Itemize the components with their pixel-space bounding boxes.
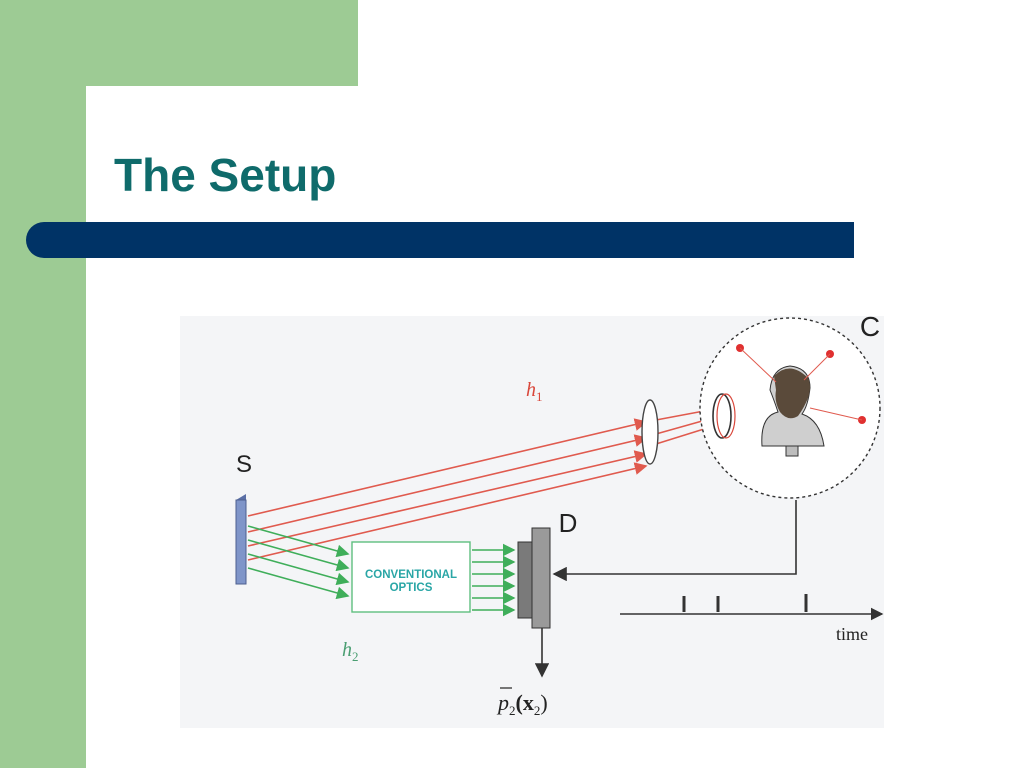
setup-diagram: S h1 bbox=[180, 316, 884, 728]
h2-beams bbox=[247, 525, 350, 600]
svg-text:p2(x2): p2(x2) bbox=[496, 690, 548, 718]
h1-label: h bbox=[526, 379, 536, 401]
h1-subscript: 1 bbox=[536, 389, 543, 404]
top-decor-bar bbox=[0, 0, 358, 86]
output-label-xsub: 2 bbox=[534, 703, 541, 718]
output-label-x: (x bbox=[516, 690, 534, 715]
optics-label-line2: OPTICS bbox=[390, 582, 433, 594]
conventional-optics-box bbox=[351, 541, 471, 613]
optics-label-line1: CONVENTIONAL bbox=[365, 569, 457, 581]
camera-aperture bbox=[712, 393, 732, 439]
time-pulses bbox=[682, 594, 808, 612]
source-plate bbox=[235, 494, 247, 585]
time-label: time bbox=[836, 624, 868, 644]
output-label-sub: 2 bbox=[509, 703, 516, 718]
camera-to-detector-line bbox=[552, 500, 797, 582]
source-label: S bbox=[236, 451, 252, 478]
h2-label: h bbox=[342, 639, 352, 661]
output-label-p: p bbox=[496, 690, 509, 715]
h2-subscript: 2 bbox=[352, 649, 359, 664]
svg-text:h2: h2 bbox=[342, 639, 359, 664]
left-decor-bar bbox=[0, 0, 86, 768]
camera-label: C bbox=[860, 316, 880, 342]
detector bbox=[517, 527, 551, 629]
slide-title: The Setup bbox=[114, 149, 337, 201]
svg-text:h1: h1 bbox=[526, 379, 543, 404]
detector-label: D bbox=[559, 508, 578, 538]
camera-aperture-inner bbox=[716, 393, 736, 439]
lens bbox=[641, 399, 659, 465]
output-label-close: ) bbox=[540, 690, 547, 715]
title-rule bbox=[26, 222, 854, 258]
setup-diagram-svg: S h1 bbox=[235, 316, 884, 718]
bust-figure bbox=[761, 365, 825, 457]
